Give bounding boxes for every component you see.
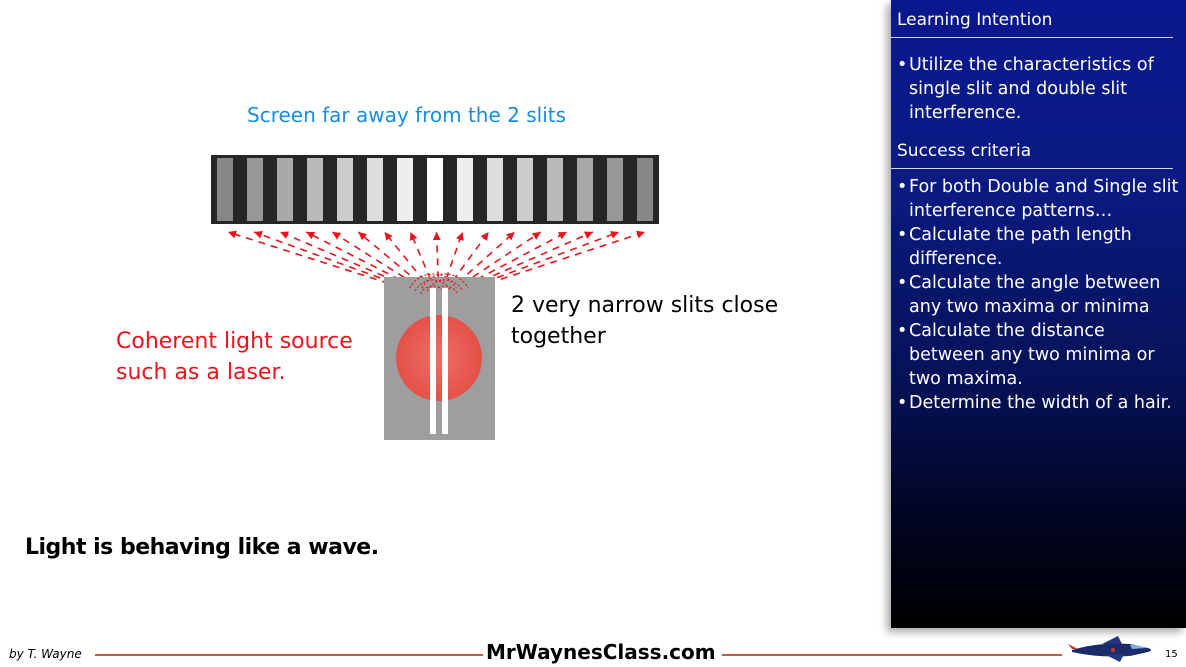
ray-arrowhead xyxy=(306,232,316,240)
footer-rule-left xyxy=(95,654,483,656)
diffraction-ray xyxy=(409,231,437,292)
bright-fringe xyxy=(217,158,233,221)
bright-fringe xyxy=(307,158,323,221)
bright-fringe xyxy=(547,158,563,221)
wave-arc xyxy=(421,273,469,289)
list-item: For both Double and Single slit interfer… xyxy=(897,175,1179,223)
bright-fringe xyxy=(487,158,503,221)
wave-statement: Light is behaving like a wave. xyxy=(25,535,379,560)
page-number: 15 xyxy=(1165,649,1178,660)
slit-right xyxy=(442,288,448,434)
bright-fringe xyxy=(427,158,443,221)
screen-caption: Screen far away from the 2 slits xyxy=(247,103,567,127)
diffraction-ray xyxy=(305,231,424,293)
learning-panel: Learning Intention Utilize the character… xyxy=(891,0,1186,628)
site-name: MrWaynesClass.com xyxy=(486,640,716,664)
ray-arrowhead xyxy=(610,231,619,239)
bright-fringe xyxy=(607,158,623,221)
wave-arc xyxy=(409,273,457,289)
ray-arrowhead xyxy=(432,232,441,241)
panel-divider xyxy=(891,168,1173,169)
list-item: Determine the width of a hair. xyxy=(897,391,1179,415)
wave-arcs xyxy=(409,273,469,294)
ray-arrowhead xyxy=(557,232,567,240)
list-item: Calculate the distance between any two m… xyxy=(897,319,1179,391)
list-item: Utilize the characteristics of single sl… xyxy=(897,53,1179,125)
slit-left xyxy=(430,288,436,434)
bright-fringe xyxy=(637,158,653,221)
bright-fringe xyxy=(457,158,473,221)
laser-spot xyxy=(396,315,482,401)
ray-arrowhead xyxy=(358,232,368,241)
success-criteria-list: For both Double and Single slit interfer… xyxy=(897,175,1179,415)
bright-fringe xyxy=(337,158,353,221)
diffraction-ray xyxy=(441,231,464,292)
interference-diagram xyxy=(211,155,659,440)
author-credit: by T. Wayne xyxy=(9,647,82,661)
bright-fringe xyxy=(247,158,263,221)
footer-rule-right xyxy=(722,654,1062,656)
bright-fringe xyxy=(367,158,383,221)
jet-icon xyxy=(1068,636,1151,662)
slit-apparatus xyxy=(384,273,495,440)
bright-fringe xyxy=(397,158,413,221)
slits-caption: 2 very narrow slits close together xyxy=(511,293,779,349)
list-item: Calculate the angle between any two maxi… xyxy=(897,271,1179,319)
wave-arc xyxy=(414,279,452,292)
fringe-screen xyxy=(211,155,659,224)
light-source-caption: Coherent light source such as a laser. xyxy=(116,329,353,385)
list-item: Calculate the path length difference. xyxy=(897,223,1179,271)
ray-arrowhead xyxy=(506,232,515,241)
diffraction-ray xyxy=(435,231,440,292)
ray-arrowhead xyxy=(409,232,418,241)
ray-arrowhead xyxy=(254,230,263,239)
bright-fringe xyxy=(577,158,593,221)
ray-arrowhead xyxy=(228,230,237,239)
ray-arrowhead xyxy=(456,232,464,241)
panel-divider xyxy=(891,37,1173,38)
diffraction-ray xyxy=(453,231,568,293)
ray-arrowhead xyxy=(280,231,290,239)
bright-fringe xyxy=(277,158,293,221)
wave-arc xyxy=(426,279,464,292)
diffraction-ray xyxy=(457,231,594,293)
ray-arrowhead xyxy=(332,232,342,240)
learning-intention-list: Utilize the characteristics of single sl… xyxy=(897,53,1179,125)
ray-arrowhead xyxy=(480,232,489,241)
ray-arrowhead xyxy=(384,232,393,241)
bright-fringe xyxy=(517,158,533,221)
diffraction-ray xyxy=(227,231,414,293)
ray-arrowhead xyxy=(636,230,645,239)
ray-arrowhead xyxy=(583,231,593,239)
learning-intention-heading: Learning Intention xyxy=(897,10,1053,30)
ray-arrowhead xyxy=(531,232,541,240)
success-criteria-heading: Success criteria xyxy=(897,141,1032,161)
